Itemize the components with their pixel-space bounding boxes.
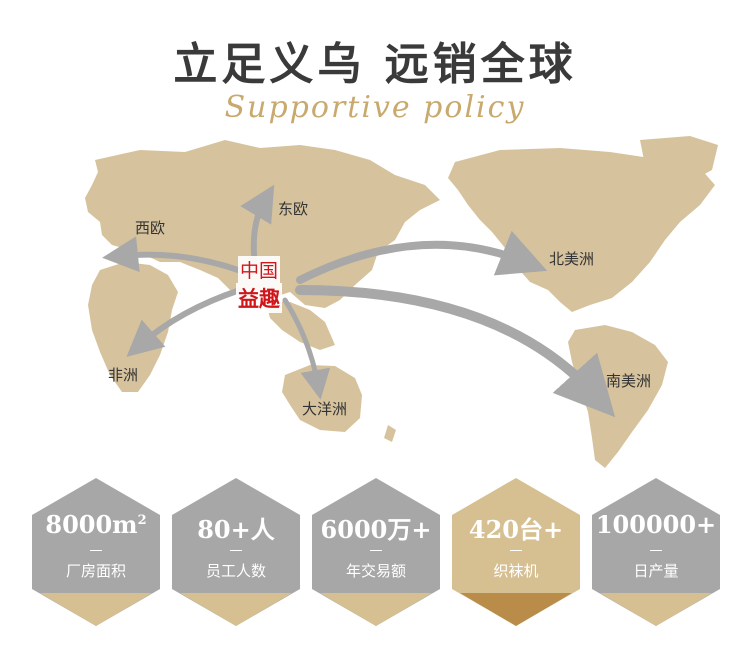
continent-north-america (448, 148, 715, 312)
hexagon-icon (172, 478, 300, 626)
stat-value: 80+人 (197, 515, 275, 544)
region-label-south-america: 南美洲 (606, 372, 652, 390)
world-map (85, 136, 718, 468)
stat-annual-turnover: 6000万+ 年交易额 (312, 478, 440, 626)
stat-value: 6000万+ (320, 515, 432, 544)
stat-divider (370, 550, 382, 551)
stat-label: 日产量 (633, 562, 679, 580)
hexagon-icon (452, 478, 580, 626)
continent-new-zealand (384, 425, 396, 442)
stat-employees: 80+人 员工人数 (172, 478, 300, 626)
arrow-west-europe (102, 236, 241, 273)
hexagon-icon (312, 478, 440, 626)
stat-divider (230, 550, 242, 551)
continent-south-america (568, 325, 668, 468)
origin-label-company: 益趣 (236, 283, 282, 313)
stat-label: 织袜机 (493, 562, 539, 580)
origin-label-china: 中国 (238, 256, 281, 283)
stat-value: 420台+ (468, 515, 564, 544)
arrow-north-america (296, 230, 548, 284)
stats-row: 8000m2 厂房面积 80+人 员工人数 6000万+ 年交易额 420台+ … (0, 478, 750, 653)
stat-divider (650, 550, 662, 551)
page-title: 立足义乌 远销全球 (173, 39, 577, 90)
stat-label: 年交易额 (345, 562, 406, 580)
stat-daily-output: 100000+ 日产量 (592, 478, 720, 626)
stat-divider (510, 550, 522, 551)
trade-arrows (102, 184, 616, 418)
stat-label: 厂房面积 (65, 562, 126, 580)
stat-divider (90, 550, 102, 551)
hexagon-icon (32, 478, 160, 626)
arrow-africa (126, 287, 243, 357)
continent-uk (90, 186, 100, 204)
stat-knitting-machines: 420台+ 织袜机 (452, 478, 580, 626)
region-label-west-europe: 西欧 (135, 219, 166, 237)
arrow-oceania (282, 297, 331, 400)
stat-label: 员工人数 (205, 562, 266, 580)
region-label-east-europe: 东欧 (278, 200, 309, 218)
region-label-oceania: 大洋洲 (302, 400, 348, 418)
stat-value: 8000m2 (45, 510, 147, 539)
continent-greenland (640, 136, 718, 182)
stat-value: 100000+ (595, 510, 717, 539)
arrow-south-america (295, 285, 616, 418)
region-label-north-america: 北美洲 (549, 250, 595, 268)
region-label-africa: 非洲 (108, 366, 139, 384)
page-subtitle: Supportive policy (224, 90, 526, 125)
stat-factory-area: 8000m2 厂房面积 (32, 478, 160, 626)
hexagon-icon (592, 478, 720, 626)
